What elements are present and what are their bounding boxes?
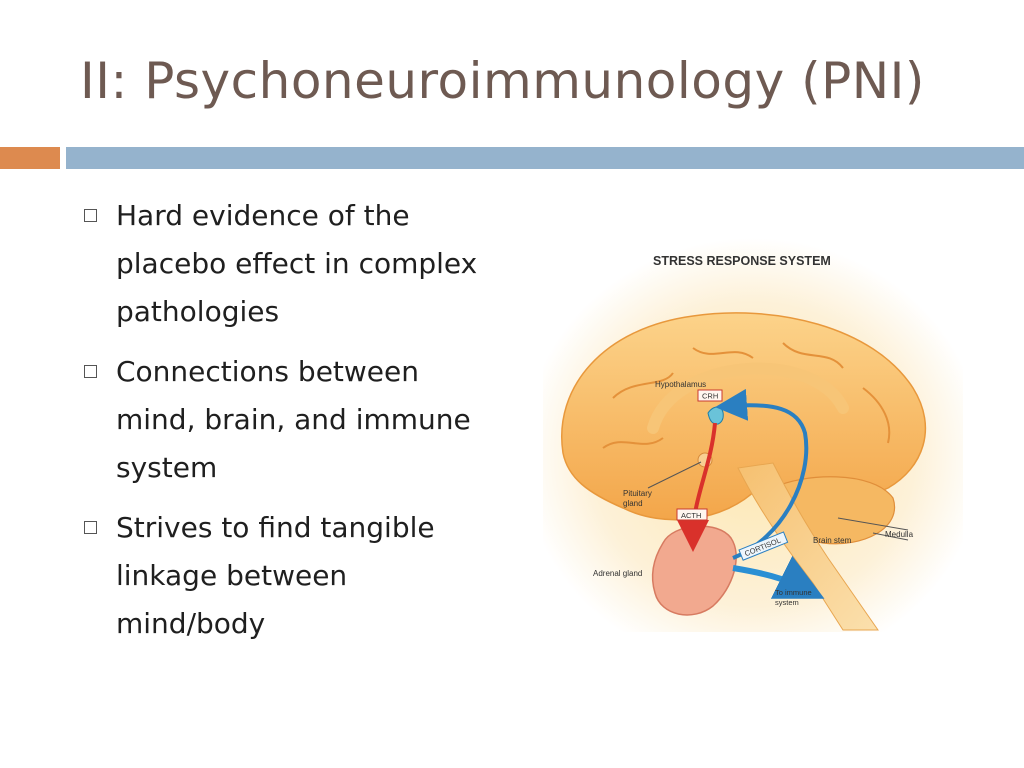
- slide-title: II: Psychoneuroimmunology (PNI): [80, 52, 925, 110]
- bullet-text: Hard evidence of the placebo effect in c…: [116, 199, 478, 328]
- stress-response-diagram: STRESS RESPONSE SYSTEM Hypothalamus CRH …: [543, 238, 963, 632]
- hypothalamus-label: Hypothalamus: [655, 380, 706, 389]
- pituitary-label-line1: Pituitary: [623, 489, 652, 498]
- brain-stem-pointer: [872, 532, 909, 541]
- accent-bar-blue: [66, 147, 1024, 169]
- figure-title: STRESS RESPONSE SYSTEM: [653, 254, 831, 268]
- cortisol-feedback-arrow: [715, 388, 809, 560]
- brain-folds: [602, 342, 891, 449]
- bullet-text: Strives to find tangible linkage between…: [116, 511, 435, 640]
- red-pathway-arrow: [677, 422, 717, 552]
- acth-box: [676, 508, 708, 521]
- brain-stem: [737, 462, 879, 631]
- bullet-item: Hard evidence of the placebo effect in c…: [80, 192, 500, 336]
- immune-label-line1: To immune: [775, 588, 812, 597]
- immune-label-line2: system: [775, 598, 799, 607]
- square-bullet-icon: [84, 521, 97, 534]
- crh-box: [697, 389, 723, 402]
- bullet-item: Strives to find tangible linkage between…: [80, 504, 500, 648]
- pituitary-label-line2: gland: [623, 499, 643, 508]
- square-bullet-icon: [84, 365, 97, 378]
- bullet-list: Hard evidence of the placebo effect in c…: [80, 192, 500, 660]
- bullet-item: Connections between mind, brain, and imm…: [80, 348, 500, 492]
- immune-arrow: [732, 555, 825, 599]
- medulla-label: Medulla: [885, 530, 914, 539]
- square-bullet-icon: [84, 209, 97, 222]
- bullet-text: Connections between mind, brain, and imm…: [116, 355, 471, 484]
- acth-label: ACTH: [681, 511, 701, 520]
- brain-stem-label: Brain stem: [813, 536, 852, 545]
- pituitary-pointer: [647, 461, 702, 489]
- brain-illustration: STRESS RESPONSE SYSTEM Hypothalamus CRH …: [543, 238, 963, 632]
- corpus-callosum: [647, 362, 849, 434]
- adrenal-label: Adrenal gland: [593, 569, 642, 578]
- crh-label: CRH: [702, 392, 718, 401]
- medulla-pointer: [837, 517, 909, 531]
- adrenal-gland: [651, 525, 737, 616]
- accent-bar-orange: [0, 147, 60, 169]
